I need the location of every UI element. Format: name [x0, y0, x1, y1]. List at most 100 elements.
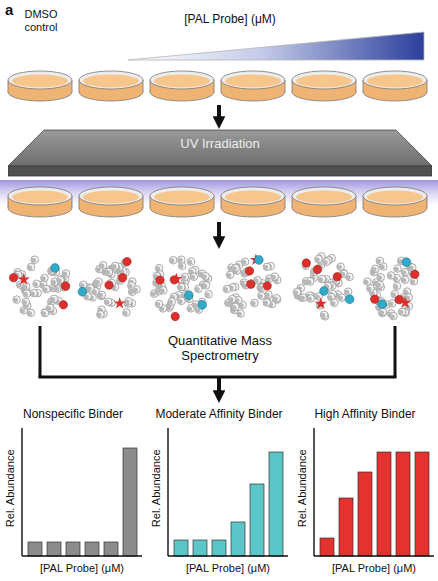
- petri-dish: [363, 187, 427, 217]
- protein-shade: [20, 308, 25, 313]
- target-protein: [59, 301, 67, 309]
- axis-label: [PAL Probe] (μM): [18, 562, 146, 575]
- dish-rim: [221, 187, 285, 205]
- protein-shade: [178, 299, 183, 304]
- protein: [263, 299, 271, 307]
- protein-shade: [318, 277, 323, 282]
- petri-dish: [79, 187, 143, 217]
- dish-rim: [363, 187, 427, 205]
- proteome-cluster: [223, 253, 281, 317]
- dish-medium: [83, 191, 139, 204]
- protein: [99, 262, 107, 270]
- protein: [372, 265, 380, 273]
- protein: [265, 291, 273, 299]
- abundance-bar: [231, 522, 245, 556]
- protein: [181, 273, 189, 281]
- axis-label: Rel. Abundance: [4, 428, 17, 548]
- protein-shade: [315, 257, 320, 262]
- target-protein: [411, 270, 419, 278]
- protein: [168, 298, 176, 306]
- protein: [394, 265, 402, 273]
- protein-shade: [315, 295, 320, 300]
- protein-shade: [87, 286, 92, 291]
- abundance-bar: [174, 540, 188, 556]
- abundance-bar: [250, 484, 264, 556]
- target-protein: [61, 282, 69, 290]
- dish-rim: [79, 187, 143, 205]
- dish-rim: [292, 71, 356, 89]
- protein-shade: [337, 265, 342, 270]
- dish-rim: [363, 71, 427, 89]
- protein-shade: [54, 287, 59, 292]
- protein-shade: [181, 275, 186, 280]
- protein: [30, 289, 38, 297]
- protein: [50, 295, 58, 303]
- protein-shade: [190, 275, 195, 280]
- moderate-protein: [378, 300, 387, 309]
- protein-shade: [23, 292, 28, 297]
- protein: [187, 258, 195, 266]
- protein-shade: [307, 297, 312, 302]
- abundance-bar: [193, 540, 207, 556]
- proteome-cluster: [150, 256, 212, 321]
- stage-label: UV Irradiation: [48, 137, 392, 152]
- protein-shade: [376, 259, 381, 264]
- protein-shade: [390, 314, 395, 319]
- protein: [393, 282, 401, 290]
- target-protein: [18, 273, 30, 285]
- concentration-wedge: [128, 32, 424, 60]
- protein: [22, 298, 30, 306]
- bar-chart: [168, 428, 288, 556]
- chart-panel: High Affinity BinderRel. Abundance[PAL P…: [292, 404, 438, 581]
- protein-shade: [27, 311, 32, 316]
- protein: [169, 256, 177, 264]
- axis-label: Rel. Abundance: [296, 428, 309, 548]
- protein-shade: [388, 301, 393, 306]
- protein: [344, 288, 352, 296]
- chart-title: Nonspecific Binder: [0, 408, 146, 422]
- petri-dish: [79, 71, 143, 101]
- protein-shade: [328, 295, 333, 300]
- protein: [177, 283, 185, 291]
- protein-shade: [178, 258, 183, 263]
- protein-shade: [104, 300, 109, 305]
- dish-medium: [296, 191, 352, 204]
- protein-shade: [105, 270, 110, 275]
- protein: [387, 272, 395, 280]
- protein-shade: [271, 275, 276, 280]
- target-protein: [118, 274, 126, 282]
- protein: [263, 263, 271, 271]
- target-protein: [313, 265, 321, 273]
- abundance-bar: [320, 538, 334, 556]
- target-protein: [333, 272, 341, 280]
- protein: [410, 277, 418, 285]
- protein-shade: [168, 300, 173, 305]
- protein: [379, 309, 387, 317]
- abundance-bar: [123, 448, 137, 556]
- protein: [367, 285, 375, 293]
- protein-shade: [13, 298, 18, 303]
- protein: [346, 273, 354, 281]
- protein-shade: [377, 275, 382, 280]
- abundance-bar: [415, 452, 429, 556]
- protein: [13, 296, 21, 304]
- target-protein: [245, 267, 253, 275]
- abundance-bar: [212, 540, 226, 556]
- protein-shade: [41, 311, 46, 316]
- protein-shade: [263, 301, 268, 306]
- moderate-protein: [198, 300, 207, 309]
- protein: [401, 276, 409, 284]
- protein-shade: [22, 284, 27, 289]
- y-axis: [21, 428, 22, 556]
- protein: [247, 280, 255, 288]
- protein-shade: [22, 300, 27, 305]
- axis-label: Rel. Abundance: [150, 428, 163, 548]
- target-protein: [247, 280, 255, 288]
- protein-shade: [41, 276, 46, 281]
- protein: [123, 309, 131, 317]
- protein-shade: [401, 278, 406, 283]
- protein: [111, 262, 119, 270]
- petri-dish: [8, 187, 72, 217]
- axis-label: [PAL Probe] (μM): [164, 562, 292, 575]
- chart-title: Moderate Affinity Binder: [146, 408, 292, 422]
